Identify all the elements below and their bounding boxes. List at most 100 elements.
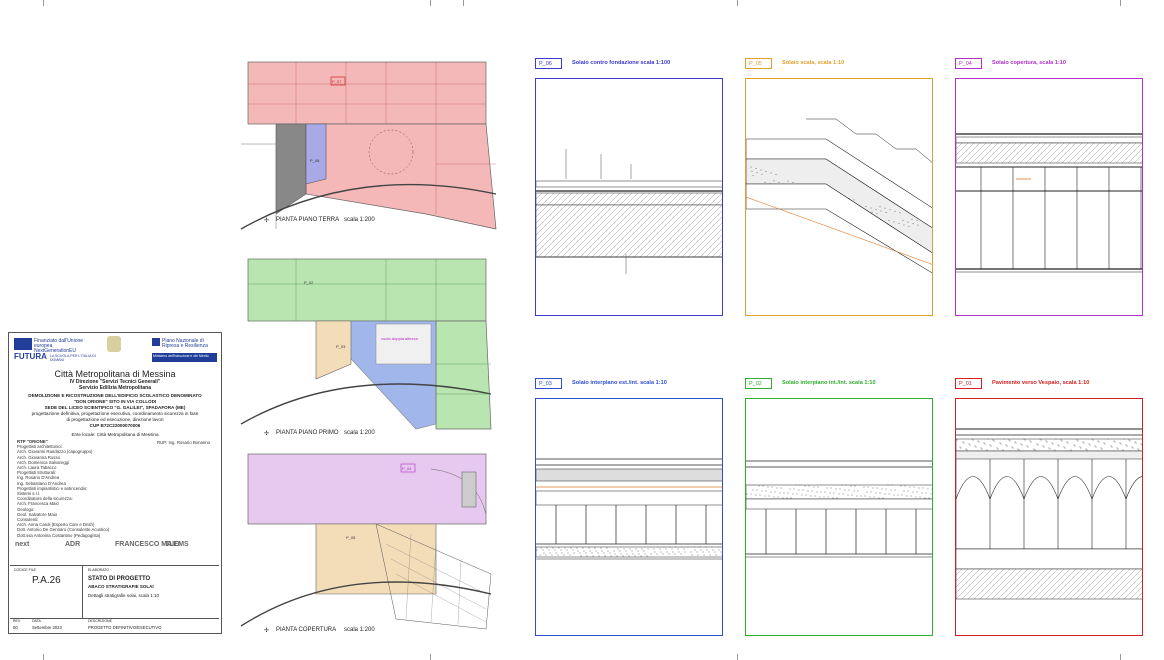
pnrr-label: Piano Nazionale di Ripresa e Resilienza xyxy=(162,338,208,349)
ministry-label: Ministero dell'Istruzione e del Merito xyxy=(152,353,217,362)
credit-line: Ing. Sebastiano D'Andrea xyxy=(17,480,66,486)
compass-icon: ✢ xyxy=(264,628,270,634)
plan-roof-drawing: P_04 P_05 xyxy=(240,453,492,630)
section-drawing xyxy=(956,428,1142,600)
detail-tag: P_01 xyxy=(955,378,982,389)
detail-section-box xyxy=(535,78,723,316)
project-line: CUP B72C22000070006 xyxy=(89,423,141,428)
plan-ground-floor-drawing: P_07 P_08 xyxy=(240,61,497,230)
detail-tag: P_02 xyxy=(745,378,772,389)
detail-tag: P_06 xyxy=(535,58,562,69)
ministry-emblem-icon xyxy=(152,338,160,346)
drawing-code: P.A.26 xyxy=(32,575,61,586)
compass-icon: ✢ xyxy=(264,431,270,437)
elaborato-label: ELABORATO xyxy=(88,568,110,572)
plan-scale: scala 1:200 xyxy=(344,430,375,436)
void-note: vuoto doppia altezza xyxy=(381,336,418,341)
sponsor-logo: ADR xyxy=(65,541,81,548)
codice-label: CODICE FILE xyxy=(14,568,36,572)
credit-line: Ing. Rosario D'Andrea xyxy=(17,475,60,481)
plan-tag: P_02 xyxy=(304,280,314,285)
credit-line: Arch. Anna Caruli (Esperto Cam e Dnsh) xyxy=(17,522,95,528)
org-name: Città Metropolitana di Messina xyxy=(54,369,176,379)
emblem-icon xyxy=(107,336,121,352)
detail-tag: P_03 xyxy=(535,378,562,389)
credit-line: Progettisti architettonici: xyxy=(17,444,63,450)
plan-tag: P_04 xyxy=(402,466,412,471)
frame-tick xyxy=(1120,0,1121,6)
futura-subtitle: LA SCUOLA PER L'ITALIA DI DOMANI xyxy=(50,354,96,362)
descr-label: DESCRIZIONE xyxy=(88,619,112,623)
detail-title: Solaio interpiano int./int. scala 1:10 xyxy=(782,380,876,386)
date-label: DATA xyxy=(32,619,41,623)
frame-tick xyxy=(430,654,431,660)
title-block: Finanziato dall'Unione europea NextGener… xyxy=(8,332,222,634)
frame-tick xyxy=(737,0,738,6)
divider xyxy=(82,566,83,618)
title-block-bottom: CODICE FILE ELABORATO P.A.26 STATO DI PR… xyxy=(10,565,219,632)
plan-tag: P_08 xyxy=(310,158,320,163)
plan-first-floor-drawing: P_02 P_03 vuoto doppia altezza xyxy=(240,258,492,430)
sponsor-logo: TLEMS xyxy=(165,541,189,548)
credit-line: Coordinatore della sicurezza: xyxy=(17,496,73,502)
logo-strip: Finanziato dall'Unione europea NextGener… xyxy=(12,336,217,364)
service: Servizio Edilizia Metropolitana xyxy=(79,385,151,391)
section-drawing xyxy=(746,460,932,558)
drawing-description: Dettagli stratigrafie solai, scala 1:10 xyxy=(88,593,160,598)
detail-title: Pavimento verso Vespaio, scala 1:10 xyxy=(992,380,1090,386)
ente-locale: Ente locale: Città Metropolitana di Mess… xyxy=(71,432,159,437)
plan-title: PIANTA COPERTURA xyxy=(276,627,337,633)
section-drawing xyxy=(746,118,932,274)
credit-line: Arch. Laura Tabacco xyxy=(17,465,57,470)
detail-tag: P_04 xyxy=(955,58,982,69)
frame-tick xyxy=(43,654,44,660)
credit-line: Geologo: xyxy=(17,506,35,512)
compass-icon: ✢ xyxy=(264,218,270,224)
frame-tick xyxy=(430,0,431,6)
project-line: SEDE DEL LICEO SCIENTIFICO "G. GALILEI",… xyxy=(44,405,186,410)
project-line: "DON ORIONE" SITO IN VIA COLLODI xyxy=(73,399,157,404)
eu-flag-icon xyxy=(14,338,32,350)
drawing-state: STATO DI PROGETTO xyxy=(88,576,151,582)
plan-scale: scala 1:200 xyxy=(344,627,375,633)
detail-section-box xyxy=(535,398,723,636)
section-drawing xyxy=(536,458,722,560)
drawing-subtitle: ABACO STRATIGRAFIE SOLAI xyxy=(88,584,154,589)
sponsor-logo: FRANCESCO MAIO xyxy=(115,541,180,548)
plan-tag: P_05 xyxy=(346,535,356,540)
detail-section-box xyxy=(955,398,1143,636)
plan-ground-floor: P_07 P_08 ✢ PIANTA PIANO TERRA scala 1:2… xyxy=(236,44,498,234)
project-line: DEMOLIZIONE E RICOSTRUZIONE DELL'EDIFICI… xyxy=(28,393,202,398)
rev-date: Settembre 2023 xyxy=(32,625,62,630)
project-line: di progettazione ed esecuzione, direzion… xyxy=(66,417,164,422)
credit-line: Progettisti strutturali: xyxy=(17,470,57,476)
detail-title: Solaio contro fondazione scala 1:100 xyxy=(572,60,671,66)
credit-line: Consulenti: xyxy=(17,517,39,522)
project-line: progettazione definitiva, progettazione … xyxy=(31,411,199,416)
rev-label: REV. xyxy=(13,619,21,623)
section-drawing xyxy=(956,133,1142,273)
frame-tick xyxy=(463,0,464,6)
detail-title: Solaio copertura, scala 1:10 xyxy=(992,60,1066,66)
credit-line: Arch. Giovanni Randazzo (capogruppo) xyxy=(17,449,93,455)
credit-line: Dott.ssa Antonina Costantino (Pedagogist… xyxy=(17,532,101,538)
plan-tag: P_03 xyxy=(336,344,346,349)
detail-title: Solaio interpiano est./int. scala 1:10 xyxy=(572,380,667,386)
detail-title: Solaio scala, scala 1:10 xyxy=(782,60,845,66)
frame-tick xyxy=(737,654,738,660)
credit-line: Geol. Salvatore Maio xyxy=(17,511,58,517)
sponsor-logo: next xyxy=(15,541,30,548)
frame-tick xyxy=(1120,654,1121,660)
plan-roof: P_04 P_05 ✢ PIANTA COPERTURA scala 1:200 xyxy=(236,444,498,640)
rev-number: 00 xyxy=(13,625,18,630)
plan-tag: P_07 xyxy=(332,79,342,84)
direction: IV Direzione "Servizi Tecnici Generali" xyxy=(69,379,161,385)
plan-title: PIANTA PIANO TERRA xyxy=(276,217,340,223)
credit-line: Arch. Francesca Maio xyxy=(17,501,59,507)
eu-label: Finanziato dall'Unione europea NextGener… xyxy=(34,338,84,354)
detail-section-box xyxy=(745,78,933,316)
futura-logo: FUTURA xyxy=(14,352,47,361)
credit-line: Dott. Antonio De Gennaro (Consulente Acu… xyxy=(17,527,110,533)
rup: RUP: Ing. Rosario Bonanno xyxy=(157,440,211,445)
detail-section-box xyxy=(955,78,1143,316)
